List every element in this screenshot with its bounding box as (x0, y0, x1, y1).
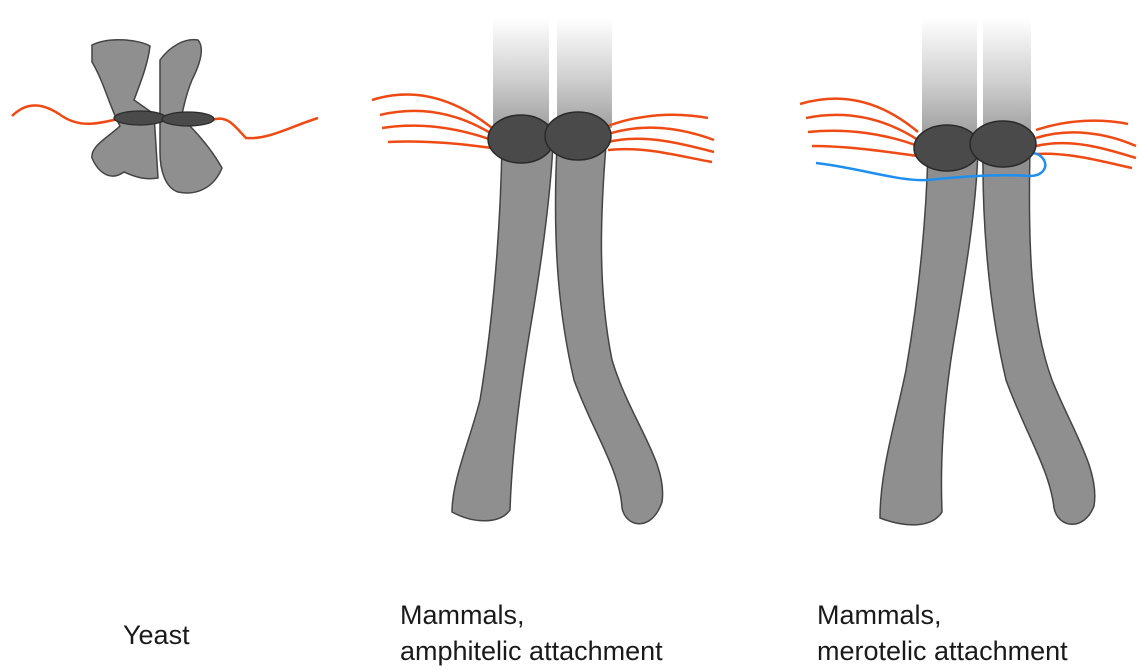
caption-yeast: Yeast (123, 617, 190, 653)
merotelic-kinetochore-right (970, 121, 1036, 167)
yeast-chromatid-left (92, 40, 158, 179)
merotelic-microtubule-right-3 (1036, 143, 1136, 158)
yeast-panel (12, 40, 318, 193)
caption-amphitelic-line-2: amphitelic attachment (400, 633, 663, 669)
amphitelic-microtubule-left-4 (388, 141, 492, 148)
yeast-microtubule-right (212, 118, 318, 138)
amphitelic-chromatid-left (452, 145, 553, 521)
amphitelic-kinetochore-left (488, 115, 554, 163)
caption-amphitelic: Mammals, amphitelic attachment (400, 597, 663, 669)
merotelic-panel (800, 18, 1136, 525)
amphitelic-upper-arm-left (493, 18, 549, 128)
caption-merotelic-line-2: merotelic attachment (817, 633, 1068, 669)
merotelic-upper-arm-right (983, 18, 1031, 133)
caption-merotelic-line-1: Mammals, (817, 597, 1068, 633)
merotelic-microtubule-right-4 (1036, 154, 1132, 168)
amphitelic-kinetochore-right (545, 112, 611, 160)
amphitelic-upper-arm-right (557, 18, 612, 128)
merotelic-microtubule-left-3 (808, 131, 918, 146)
amphitelic-microtubule-right-1 (608, 115, 708, 126)
caption-yeast-line-1: Yeast (123, 617, 190, 653)
merotelic-microtubule-right-1 (1036, 121, 1128, 130)
caption-merotelic: Mammals, merotelic attachment (817, 597, 1068, 669)
amphitelic-microtubule-right-4 (608, 149, 712, 162)
amphitelic-microtubule-left-2 (380, 111, 492, 134)
yeast-kinetochore-right (162, 112, 214, 126)
amphitelic-microtubule-left-3 (382, 126, 492, 140)
amphitelic-chromatid-right (556, 145, 663, 524)
merotelic-chromatid-right (983, 150, 1095, 524)
amphitelic-panel (372, 18, 714, 524)
merotelic-upper-arm-left (922, 18, 977, 133)
merotelic-microtubule-left-4 (812, 146, 918, 156)
yeast-kinetochore-left (114, 111, 166, 125)
caption-amphitelic-line-1: Mammals, (400, 597, 663, 633)
merotelic-chromatid-left (880, 150, 978, 525)
yeast-microtubule-left (12, 105, 122, 123)
